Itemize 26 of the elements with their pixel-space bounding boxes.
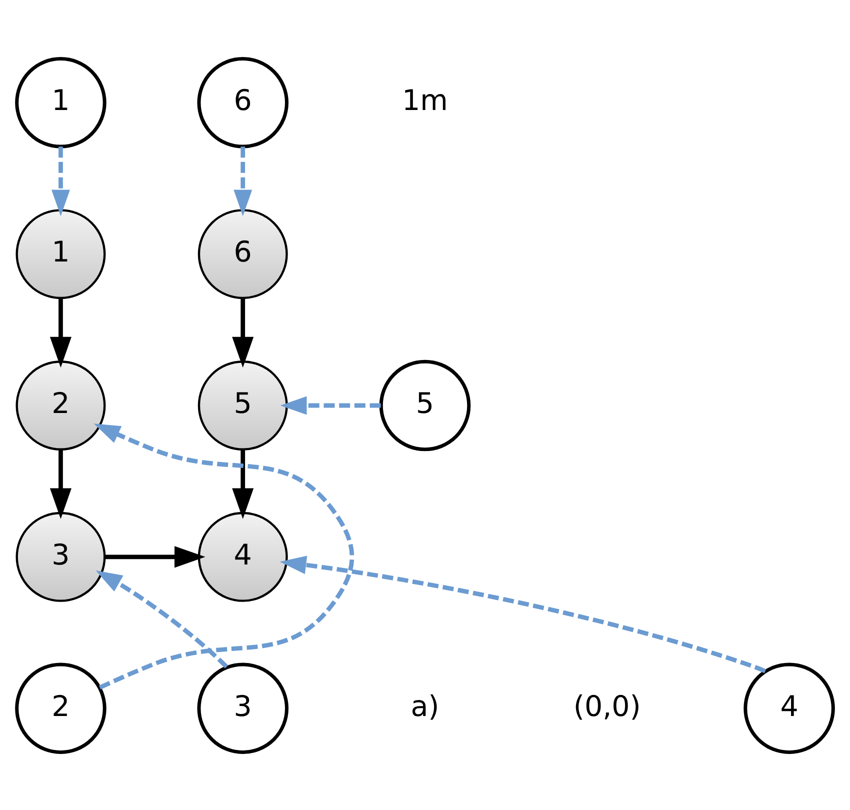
arrow bbox=[232, 448, 254, 519]
node-circle: 5 bbox=[379, 359, 471, 451]
node-circle: 3 bbox=[197, 662, 288, 754]
arrow bbox=[280, 555, 766, 673]
node-circle: 6 bbox=[198, 208, 288, 299]
arrow bbox=[104, 546, 206, 568]
arrow bbox=[94, 423, 354, 689]
node-circle: 1 bbox=[15, 56, 106, 148]
node-circle: 6 bbox=[197, 56, 288, 148]
arrow bbox=[51, 146, 70, 216]
node-circle: 1 bbox=[16, 208, 106, 299]
arrow bbox=[232, 298, 254, 368]
arrow bbox=[96, 570, 228, 668]
label: 1m bbox=[402, 84, 448, 117]
node-circle: 4 bbox=[744, 662, 835, 754]
node-circle: 4 bbox=[198, 511, 288, 602]
node-circle: 5 bbox=[198, 360, 288, 450]
arrow bbox=[50, 298, 72, 368]
node-circle: 3 bbox=[16, 511, 106, 602]
arrow bbox=[280, 396, 381, 414]
arrow bbox=[234, 146, 252, 216]
label: a) bbox=[410, 689, 440, 722]
arrow bbox=[50, 448, 72, 519]
node-circle: 2 bbox=[15, 662, 106, 754]
label: (0,0) bbox=[573, 689, 641, 722]
node-circle: 2 bbox=[16, 360, 106, 450]
